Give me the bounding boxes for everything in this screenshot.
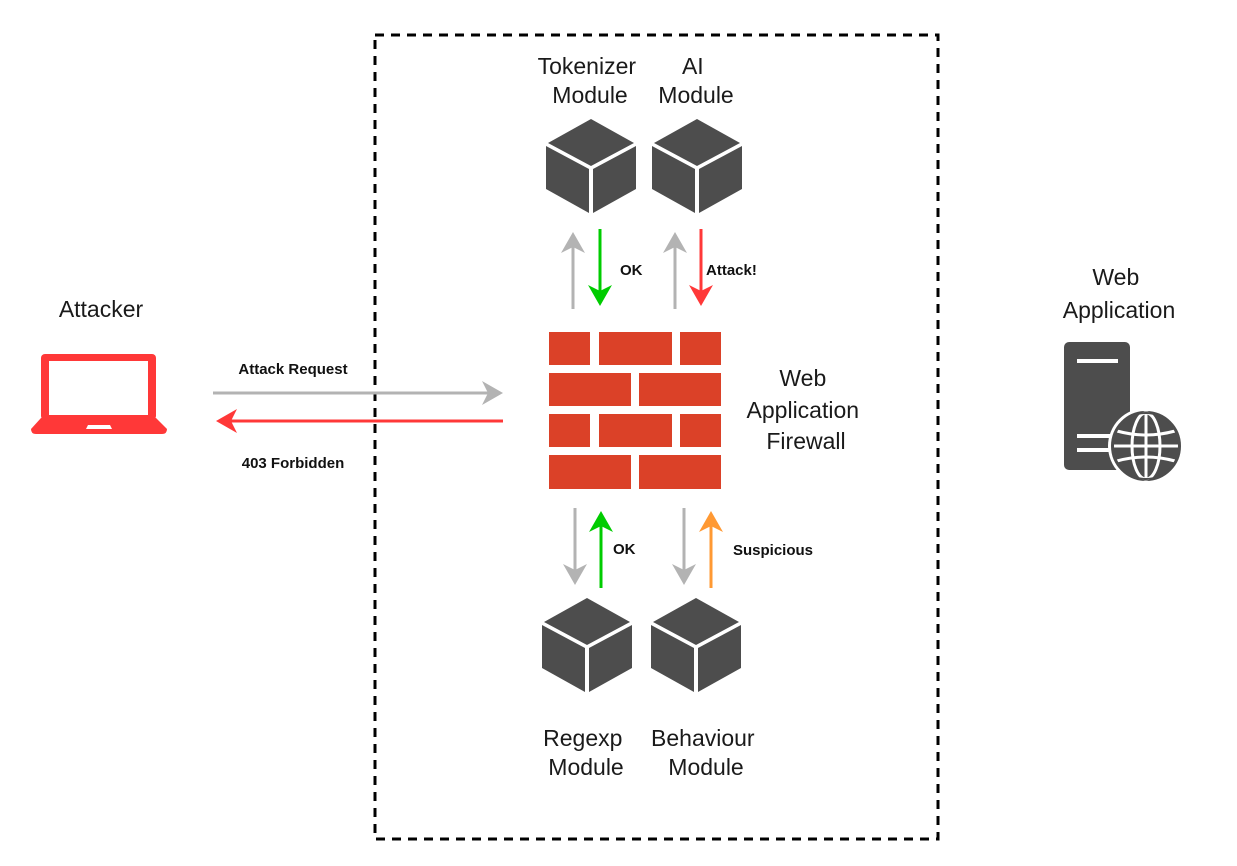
attacker-label: Attacker bbox=[59, 296, 144, 322]
behaviour-result-label: Suspicious bbox=[733, 542, 813, 559]
ai-module-label: AI Module bbox=[658, 53, 733, 108]
web-app-label: Web Application bbox=[1063, 264, 1176, 323]
ai-result-label: Attack! bbox=[706, 262, 757, 279]
laptop-icon bbox=[31, 354, 167, 434]
forbidden-label: 403 Forbidden bbox=[242, 455, 345, 472]
tokenizer-result-label: OK bbox=[620, 262, 643, 279]
tokenizer-module-label: Tokenizer Module bbox=[538, 53, 643, 108]
regexp-result-label: OK bbox=[613, 541, 636, 558]
behaviour-cube-icon bbox=[651, 598, 741, 692]
server-globe-icon bbox=[1064, 342, 1184, 484]
waf-boundary bbox=[373, 33, 940, 841]
brick-wall-icon bbox=[549, 332, 721, 489]
regexp-cube-icon bbox=[542, 598, 632, 692]
waf-label: Web Application Firewall bbox=[747, 365, 866, 454]
attack-request-label: Attack Request bbox=[238, 361, 347, 378]
ai-cube-icon bbox=[652, 119, 742, 213]
behaviour-module-label: Behaviour Module bbox=[651, 725, 761, 780]
tokenizer-cube-icon bbox=[546, 119, 636, 213]
regexp-module-label: Regexp Module bbox=[543, 725, 629, 780]
